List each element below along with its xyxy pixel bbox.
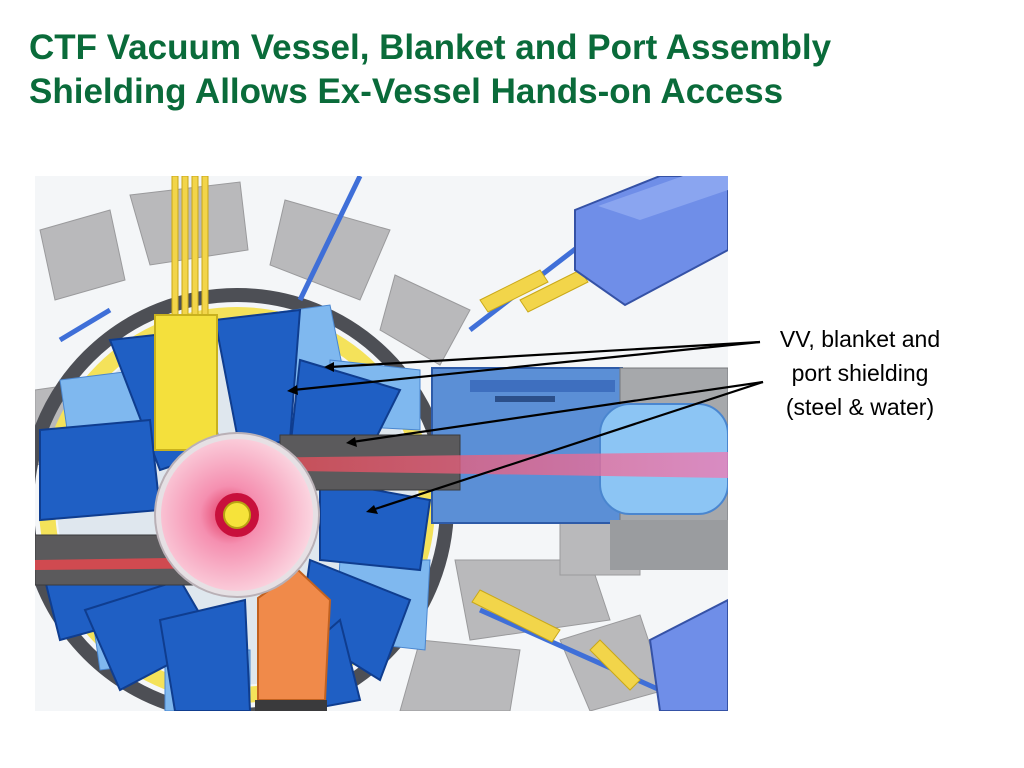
title-line-2: Shielding Allows Ex-Vessel Hands-on Acce… <box>29 72 784 111</box>
callout-line-2: port shielding <box>791 360 929 386</box>
top-port-yellow <box>154 314 218 451</box>
title-line-1: CTF Vacuum Vessel, Blanket and Port Asse… <box>29 28 832 67</box>
callout-leaders <box>292 340 764 512</box>
feed-pipes <box>171 176 641 691</box>
callout-line-3: (steel & water) <box>785 394 935 420</box>
lower-right-block <box>648 598 728 711</box>
bottom-port-base <box>255 700 327 711</box>
upper-right-block-top <box>598 176 728 220</box>
slide-title: CTF Vacuum Vessel, Blanket and Port Asse… <box>29 26 1009 114</box>
center-post <box>223 501 251 529</box>
right-beam <box>235 452 728 478</box>
callout-label: VV, blanket and port shielding (steel & … <box>740 322 980 424</box>
callout-arrowheads <box>287 362 378 514</box>
callout-line-1: VV, blanket and <box>779 326 941 352</box>
